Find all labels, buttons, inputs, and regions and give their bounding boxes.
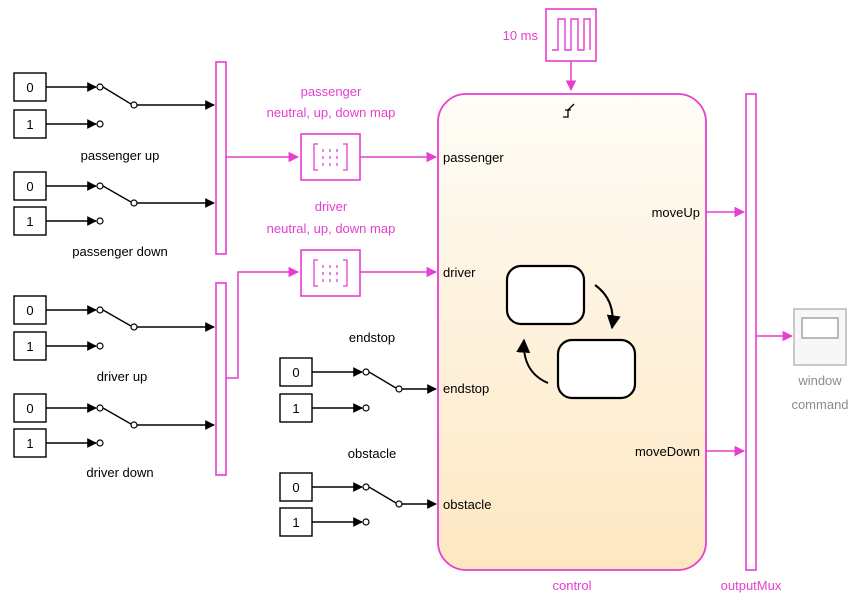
switch-contact (96, 83, 104, 91)
constant-value: 0 (26, 179, 33, 194)
switch-pivot (130, 199, 138, 207)
constant-block-0[interactable] (13, 393, 47, 423)
constant-value: 1 (26, 214, 33, 229)
chart-frame[interactable] (437, 93, 707, 571)
switch-contact (362, 368, 370, 376)
passenger-lookup-table[interactable]: passenger neutral, up, down map (267, 84, 438, 181)
output-mux-bar[interactable] (745, 93, 757, 571)
switch-pivot (130, 323, 138, 331)
switch-blade[interactable] (102, 86, 132, 105)
control-chart[interactable]: passenger driver endstop obstacle moveUp… (437, 93, 707, 593)
chart-inport-endstop: endstop (443, 381, 489, 396)
chart-outport-moveup: moveUp (652, 205, 700, 220)
constant-block-0[interactable] (13, 295, 47, 325)
passenger-mux-bar[interactable] (215, 61, 227, 255)
pulse-period-label: 10 ms (503, 28, 539, 43)
chart-name: control (552, 578, 591, 593)
switch-contact (96, 342, 104, 350)
switch-label: passenger down (72, 244, 167, 259)
constant-block-1[interactable] (279, 507, 313, 537)
switch-pivot (395, 385, 403, 393)
scope-label-line2: command (791, 397, 848, 412)
constant-value: 0 (26, 401, 33, 416)
transition-arrow (516, 338, 549, 384)
switch-group-driver-down: 0 1 driver down (13, 393, 215, 480)
state-box (556, 338, 637, 400)
rising-edge-trigger-icon (563, 103, 575, 118)
switch-pivot (130, 101, 138, 109)
pulse-generator-block[interactable]: 10 ms (503, 8, 597, 92)
constant-value: 0 (292, 365, 299, 380)
switch-group-driver-up: 0 1 driver up (13, 295, 215, 384)
driver-mux-bar[interactable] (215, 282, 227, 476)
chart-outport-movedown: moveDown (635, 444, 700, 459)
chart-inport-passenger: passenger (443, 150, 504, 165)
lookup-label-line2: neutral, up, down map (267, 221, 396, 236)
state-transition-icon (505, 264, 637, 400)
constant-block-0[interactable] (13, 171, 47, 201)
lookup-table-icon (313, 259, 348, 287)
constant-value: 0 (292, 480, 299, 495)
chart-inport-obstacle: obstacle (443, 497, 491, 512)
switch-label: obstacle (348, 446, 396, 461)
switch-contact (96, 182, 104, 190)
constant-value: 1 (26, 339, 33, 354)
switch-label: endstop (349, 330, 395, 345)
switch-blade[interactable] (102, 407, 132, 425)
constant-block-0[interactable] (13, 72, 47, 102)
state-box (505, 264, 586, 326)
constant-value: 0 (26, 80, 33, 95)
switch-contact (96, 404, 104, 412)
switch-contact (96, 217, 104, 225)
constant-block-1[interactable] (13, 109, 47, 139)
scope-label-line1: window (797, 373, 842, 388)
switch-group-passenger-down: 0 1 passenger down (13, 171, 215, 259)
lookup-label-line1: passenger (301, 84, 362, 99)
chart-inport-driver: driver (443, 265, 476, 280)
switch-blade[interactable] (368, 371, 397, 389)
mux-name: outputMux (721, 578, 782, 593)
constant-block-1[interactable] (13, 206, 47, 236)
switch-blade[interactable] (368, 486, 397, 504)
switch-pivot (130, 421, 138, 429)
switch-blade[interactable] (102, 185, 132, 203)
scope-icon (801, 317, 839, 339)
constant-value: 1 (292, 515, 299, 530)
switch-blade[interactable] (102, 309, 132, 327)
switch-label: driver up (97, 369, 148, 384)
driver-lookup-table[interactable]: driver neutral, up, down map (267, 199, 438, 297)
switch-contact (362, 518, 370, 526)
signal-line (226, 266, 300, 379)
lookup-label-line1: driver (315, 199, 348, 214)
switch-contact (96, 306, 104, 314)
switch-contact (362, 404, 370, 412)
switch-group-passenger-up: 0 1 passenger up (13, 72, 215, 163)
switch-contact (96, 439, 104, 447)
switch-group-endstop: endstop 0 1 (279, 330, 437, 423)
lookup-table-icon (313, 143, 348, 171)
switch-group-obstacle: obstacle 0 1 (279, 446, 437, 537)
constant-value: 1 (26, 436, 33, 451)
transition-arrow (594, 284, 621, 330)
constant-value: 0 (26, 303, 33, 318)
constant-block-1[interactable] (13, 331, 47, 361)
window-command-scope[interactable]: window command (791, 308, 849, 412)
output-mux[interactable]: outputMux (706, 93, 794, 593)
constant-value: 1 (292, 401, 299, 416)
switch-pivot (395, 500, 403, 508)
pulse-generator-icon (552, 18, 591, 51)
lookup-label-line2: neutral, up, down map (267, 105, 396, 120)
constant-value: 1 (26, 117, 33, 132)
switch-contact (96, 120, 104, 128)
switch-label: driver down (86, 465, 153, 480)
switch-contact (362, 483, 370, 491)
switch-label: passenger up (81, 148, 160, 163)
